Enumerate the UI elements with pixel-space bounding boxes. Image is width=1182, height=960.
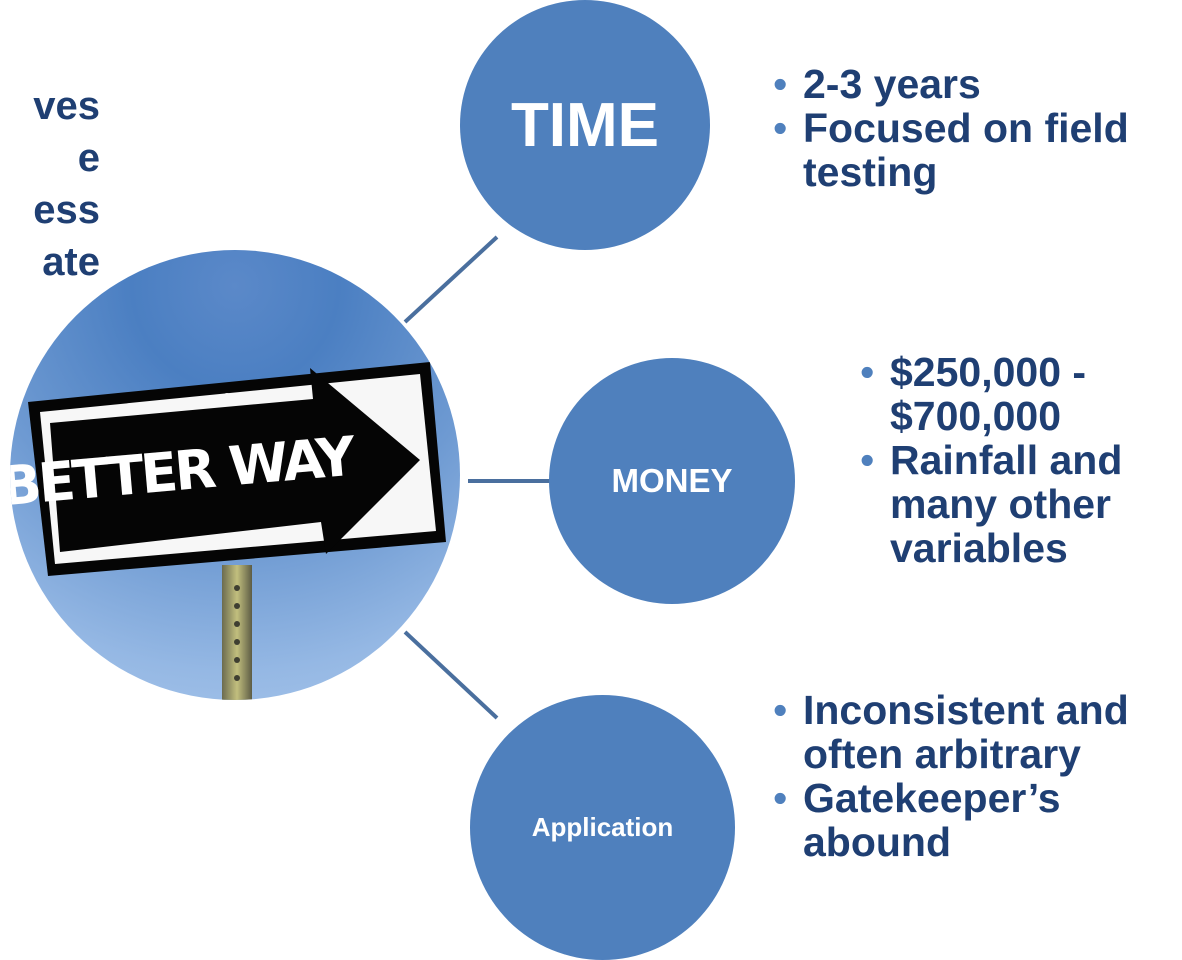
money-node: MONEY bbox=[549, 358, 795, 604]
time-bullet-1: 2-3 years bbox=[773, 62, 1153, 106]
sign-post-holes bbox=[234, 585, 240, 681]
application-bullet-2: Gatekeeper’s abound bbox=[773, 776, 1173, 864]
application-node: Application bbox=[470, 695, 735, 960]
money-bullets: $250,000 - $700,000 Rainfall and many ot… bbox=[860, 350, 1182, 570]
left-text-line-4: ate bbox=[42, 240, 100, 284]
money-node-label: MONEY bbox=[611, 462, 733, 499]
time-node-label: TIME bbox=[510, 90, 660, 160]
money-bullet-2: Rainfall and many other variables bbox=[860, 438, 1182, 570]
connector-application bbox=[403, 630, 499, 720]
time-bullets: 2-3 years Focused on field testing bbox=[773, 62, 1153, 194]
better-way-photo: BETTER WAY bbox=[10, 250, 460, 700]
left-text-line-1: ves bbox=[33, 84, 100, 128]
left-text-fragment: ves e ess ate bbox=[0, 80, 100, 330]
arrow-sign: BETTER WAY bbox=[10, 362, 446, 576]
time-bullet-2: Focused on field testing bbox=[773, 106, 1153, 194]
application-node-label: Application bbox=[531, 812, 674, 842]
left-text-line-3: ess bbox=[33, 188, 100, 232]
application-bullet-1: Inconsistent and often arbitrary bbox=[773, 688, 1173, 776]
better-way-sign-icon: BETTER WAY bbox=[10, 362, 446, 700]
money-bullet-1: $250,000 - $700,000 bbox=[860, 350, 1182, 438]
connector-time bbox=[403, 235, 499, 324]
time-node: TIME bbox=[460, 0, 710, 250]
left-text-line-2: e bbox=[77, 136, 100, 180]
application-bullets: Inconsistent and often arbitrary Gatekee… bbox=[773, 688, 1173, 864]
